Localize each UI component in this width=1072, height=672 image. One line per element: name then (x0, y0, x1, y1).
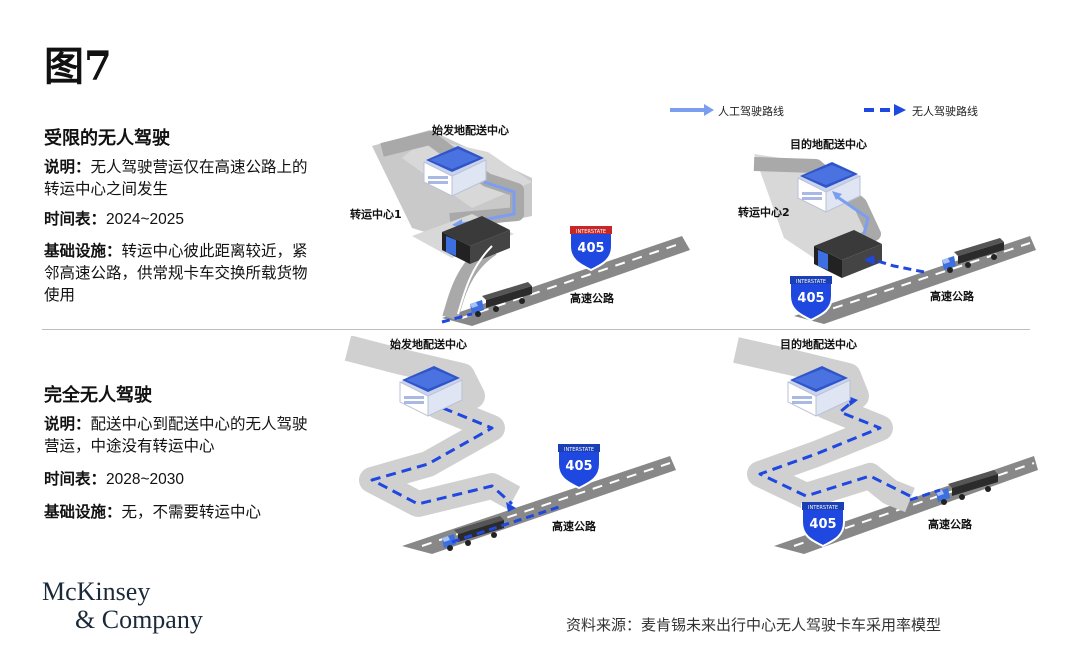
driverless-route (370, 400, 514, 506)
driverless-route-arrowhead (848, 396, 858, 406)
highway-label: 高速公路 (552, 519, 597, 533)
center-label: 始发地配送中心 (390, 337, 467, 351)
hub-label: 转运中心1 (350, 207, 402, 221)
driverless-route (441, 312, 473, 324)
sign-top-text: INTERSTATE (564, 447, 594, 453)
manual-route-arrowhead (832, 191, 842, 200)
sign-top-text: INTERSTATE (808, 505, 838, 511)
sign-number: 405 (565, 459, 592, 474)
hub-ramp-edge (457, 245, 493, 315)
section2-time: 时间表：2028~2030 (44, 468, 314, 491)
section2-desc-label: 说明： (44, 414, 91, 433)
section1-desc-text: 无人驾驶营运仅在高速公路上的转运中心之间发生 (44, 158, 308, 198)
section1-infra-label: 基础设施： (44, 241, 122, 260)
section1-title: 受限的无人驾驶 (44, 128, 170, 149)
logo-line1: McKinsey (42, 577, 151, 606)
center-label: 始发地配送中心 (432, 123, 509, 137)
interstate-sign: INTERSTATE 405 (789, 276, 833, 322)
sign-top-text: INTERSTATE (576, 229, 606, 235)
interstate-sign: INTERSTATE 405 (801, 502, 845, 548)
section2-desc-text: 配送中心到配送中心的无人驾驶营运，中途没有转运中心 (44, 415, 308, 455)
section1-time-label: 时间表： (44, 209, 107, 228)
section2-time-label: 时间表： (44, 469, 107, 488)
section1-infra: 基础设施：转运中心彼此距离较近，紧邻高速公路，供常规卡车交换所载货物使用 (44, 240, 314, 306)
section-divider (42, 329, 1030, 330)
driverless-route (873, 258, 925, 274)
section1-desc: 说明：无人驾驶营运仅在高速公路上的转运中心之间发生 (44, 156, 314, 200)
legend: 人工驾驶路线 无人驾驶路线 (668, 100, 1028, 120)
legend-manual-label: 人工驾驶路线 (718, 105, 784, 118)
section1-infra-text: 转运中心彼此距离较近，紧邻高速公路，供常规卡车交换所载货物使用 (44, 242, 308, 304)
sign-number: 405 (577, 241, 604, 256)
sign-number: 405 (809, 517, 836, 532)
driverless-route (758, 400, 911, 498)
highway-driverless-route (909, 488, 941, 502)
highway-label: 高速公路 (928, 517, 973, 531)
legend-swatches (670, 104, 906, 116)
figure-title: 图7 (44, 43, 112, 90)
highway-label: 高速公路 (930, 289, 975, 303)
section2-desc: 说明：配送中心到配送中心的无人驾驶营运，中途没有转运中心 (44, 413, 314, 457)
hub-label: 转运中心2 (738, 205, 790, 219)
section2-infra: 基础设施：无，不需要转运中心 (44, 501, 314, 523)
manual-route (835, 194, 870, 235)
diagram-origin-full: INTERSTATE 405 始发地配送中心 高速公路 (344, 336, 676, 554)
highway-driverless-route (451, 504, 563, 544)
interstate-sign: INTERSTATE 405 (569, 226, 613, 272)
logo-line2: & Company (75, 605, 203, 634)
interstate-sign: INTERSTATE 405 (557, 444, 601, 490)
section1-desc-label: 说明： (44, 157, 91, 176)
section2-infra-text: 无，不需要转运中心 (121, 503, 262, 521)
section1-time: 时间表：2024~2025 (44, 208, 314, 231)
center-label: 目的地配送中心 (790, 137, 867, 151)
diagram-destination-hub: INTERSTATE 405 目的地配送中心 转运中心2 高速公路 (738, 137, 1036, 324)
section2-title: 完全无人驾驶 (44, 385, 152, 406)
section2-infra-label: 基础设施： (44, 502, 122, 521)
sign-number: 405 (797, 291, 824, 306)
diagram-destination-full: INTERSTATE 405 目的地配送中心 高速公路 (733, 337, 1038, 554)
driverless-route-arrowhead (506, 502, 516, 512)
center-label: 目的地配送中心 (780, 337, 857, 351)
section1-time-value: 2024~2025 (106, 211, 185, 228)
mckinsey-logo: McKinsey & Company (42, 578, 203, 634)
source-note: 资料来源：麦肯锡未来出行中心无人驾驶卡车采用率模型 (566, 616, 942, 634)
highway-label: 高速公路 (570, 291, 615, 305)
driverless-route-arrowhead (864, 255, 875, 265)
highway-lane-marking (461, 242, 683, 319)
legend-driverless-label: 无人驾驶路线 (912, 105, 978, 118)
sign-top-text: INTERSTATE (796, 279, 826, 285)
diagram-origin-hub: INTERSTATE 405 始发地配送中心 转运中心1 高速公路 (350, 123, 690, 326)
section2-time-value: 2028~2030 (106, 471, 185, 488)
